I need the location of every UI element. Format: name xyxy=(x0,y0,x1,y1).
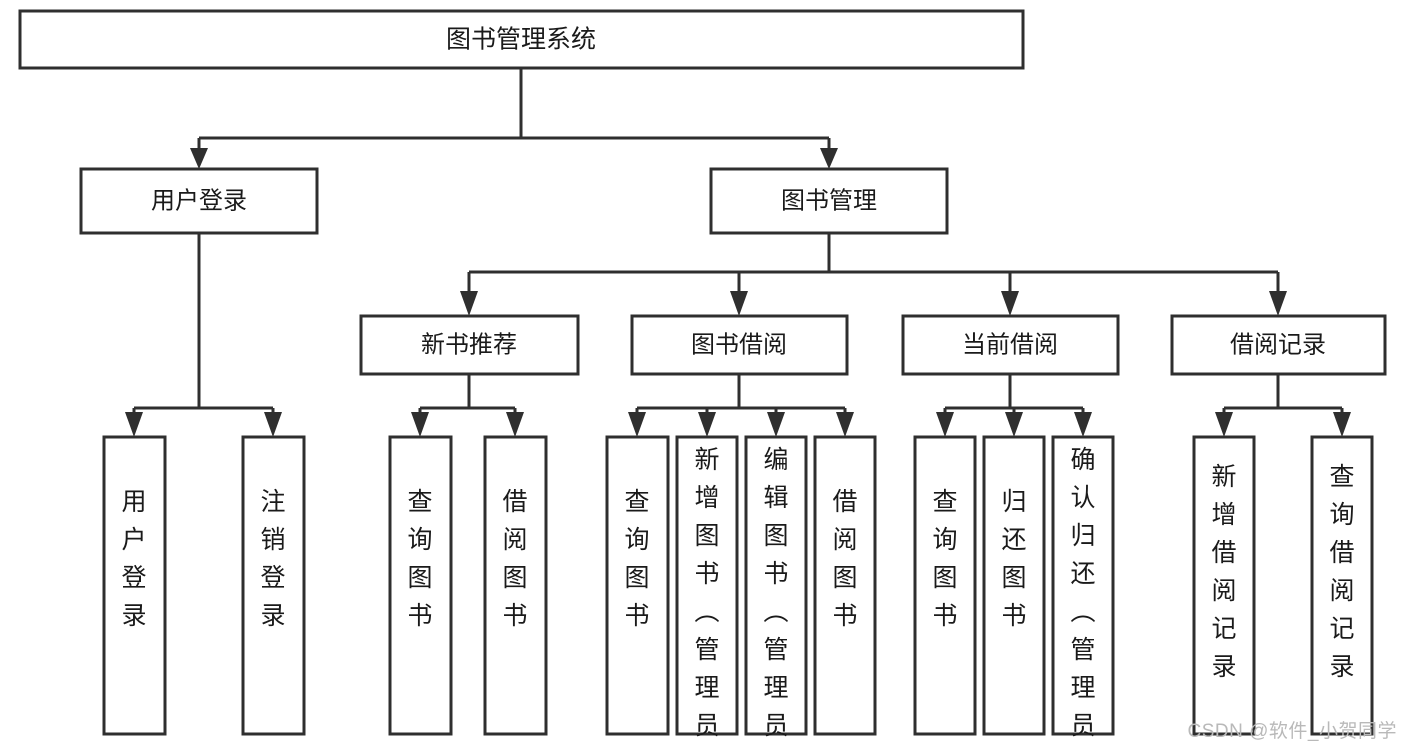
leaf-node-confirm-return[interactable]: 确认归还︵管理员︶ xyxy=(1051,435,1115,747)
leaf-query-book-1-box[interactable] xyxy=(388,435,453,736)
node-current-borrow-label: 当前借阅 xyxy=(962,331,1058,358)
node-borrow-record-label: 借阅记录 xyxy=(1230,331,1326,358)
leaf-user-logout-label: 注销登录 xyxy=(260,488,285,630)
arrow-head-leaf-edit-book xyxy=(767,412,785,437)
node-new-book-recommend-label: 新书推荐 xyxy=(421,331,517,358)
leaf-return-book-label: 归还图书 xyxy=(1001,488,1026,630)
leaf-query-book-1-label: 查询图书 xyxy=(407,488,432,630)
leaf-node-query-book-3[interactable]: 查询图书 xyxy=(913,435,977,736)
leaf-add-record-label: 新增借阅记录 xyxy=(1211,463,1236,681)
csdn-watermark: CSDN @软件_小贺同学 xyxy=(1187,721,1397,742)
arrow-head-current-borrow xyxy=(1001,291,1019,316)
leaf-add-book-box[interactable] xyxy=(675,435,739,736)
leaf-node-return-book[interactable]: 归还图书 xyxy=(982,435,1046,736)
node-user-login[interactable]: 用户登录 xyxy=(79,167,319,235)
node-current-borrow[interactable]: 当前借阅 xyxy=(901,314,1120,376)
leaf-user-login-box[interactable] xyxy=(102,435,167,736)
arrow-head-leaf-user-login xyxy=(125,412,143,437)
arrow-head-leaf-add-book xyxy=(698,412,716,437)
arrow-head-leaf-add-record xyxy=(1215,412,1233,437)
leaf-add-book-label: 新增图书︵管理员︶ xyxy=(694,446,719,747)
leaf-query-book-2-label: 查询图书 xyxy=(624,488,649,630)
leaf-edit-book-box[interactable] xyxy=(744,435,808,736)
node-root-box[interactable] xyxy=(18,9,1025,70)
leaf-query-book-3-box[interactable] xyxy=(913,435,977,736)
node-root-book-management-system[interactable]: 图书管理系统 xyxy=(18,9,1025,70)
leaf-node-query-book-2[interactable]: 查询图书 xyxy=(605,435,670,736)
leaf-node-query-book-1[interactable]: 查询图书 xyxy=(388,435,453,736)
leaf-node-user-logout[interactable]: 注销登录 xyxy=(241,435,306,736)
arrow-head-user-login xyxy=(190,148,208,169)
leaf-user-login-label: 用户登录 xyxy=(121,488,146,630)
node-current-borrow-box[interactable] xyxy=(901,314,1120,376)
node-root-label: 图书管理系统 xyxy=(446,26,596,54)
node-new-book-recommend[interactable]: 新书推荐 xyxy=(359,314,580,376)
leaf-edit-book-label: 编辑图书︵管理员︶ xyxy=(763,446,788,747)
arrow-head-leaf-query-book-2 xyxy=(628,412,646,437)
arrow-head-leaf-borrow-book-1 xyxy=(506,412,524,437)
node-user-login-box[interactable] xyxy=(79,167,319,235)
connector-layer xyxy=(125,68,1351,437)
arrow-head-leaf-confirm-return xyxy=(1074,412,1092,437)
node-new-book-recommend-box[interactable] xyxy=(359,314,580,376)
leaf-node-borrow-book-2[interactable]: 借阅图书 xyxy=(813,435,877,736)
node-book-borrow-label: 图书借阅 xyxy=(691,331,787,358)
leaf-query-record-label: 查询借阅记录 xyxy=(1329,463,1354,681)
arrow-head-new-book-recommend xyxy=(460,291,478,316)
arrow-head-leaf-query-book-1 xyxy=(411,412,429,437)
leaf-add-record-box[interactable] xyxy=(1192,435,1256,736)
leaf-node-edit-book[interactable]: 编辑图书︵管理员︶ xyxy=(744,435,808,747)
arrow-head-leaf-user-logout xyxy=(264,412,282,437)
node-borrow-record[interactable]: 借阅记录 xyxy=(1170,314,1387,376)
leaf-node-query-record[interactable]: 查询借阅记录 xyxy=(1310,435,1374,736)
arrow-head-leaf-query-record xyxy=(1333,412,1351,437)
node-book-manage-box[interactable] xyxy=(709,167,949,235)
leaf-user-logout-box[interactable] xyxy=(241,435,306,736)
node-book-manage[interactable]: 图书管理 xyxy=(709,167,949,235)
leaf-return-book-box[interactable] xyxy=(982,435,1046,736)
leaf-node-add-record[interactable]: 新增借阅记录 xyxy=(1192,435,1256,736)
arrow-head-leaf-borrow-book-2 xyxy=(836,412,854,437)
leaf-node-add-book[interactable]: 新增图书︵管理员︶ xyxy=(675,435,739,747)
node-book-borrow[interactable]: 图书借阅 xyxy=(630,314,849,376)
leaf-borrow-book-2-label: 借阅图书 xyxy=(832,488,857,630)
arrow-head-book-manage xyxy=(820,148,838,169)
arrow-head-borrow-record xyxy=(1269,291,1287,316)
arrow-head-leaf-return-book xyxy=(1005,412,1023,437)
leaf-node-borrow-book-1[interactable]: 借阅图书 xyxy=(483,435,548,736)
leaf-borrow-book-2-box[interactable] xyxy=(813,435,877,736)
node-book-borrow-box[interactable] xyxy=(630,314,849,376)
leaf-query-book-2-box[interactable] xyxy=(605,435,670,736)
arrow-head-leaf-query-book-3 xyxy=(936,412,954,437)
node-user-login-label: 用户登录 xyxy=(151,187,247,214)
node-borrow-record-box[interactable] xyxy=(1170,314,1387,376)
leaf-query-book-3-label: 查询图书 xyxy=(932,488,957,630)
leaf-confirm-return-label: 确认归还︵管理员︶ xyxy=(1070,446,1095,747)
leaf-borrow-book-1-box[interactable] xyxy=(483,435,548,736)
leaf-node-user-login[interactable]: 用户登录 xyxy=(102,435,167,736)
node-book-manage-label: 图书管理 xyxy=(781,187,877,214)
leaf-confirm-return-box[interactable] xyxy=(1051,435,1115,736)
leaf-query-record-box[interactable] xyxy=(1310,435,1374,736)
leaf-borrow-book-1-label: 借阅图书 xyxy=(502,488,527,630)
arrow-head-book-borrow xyxy=(730,291,748,316)
